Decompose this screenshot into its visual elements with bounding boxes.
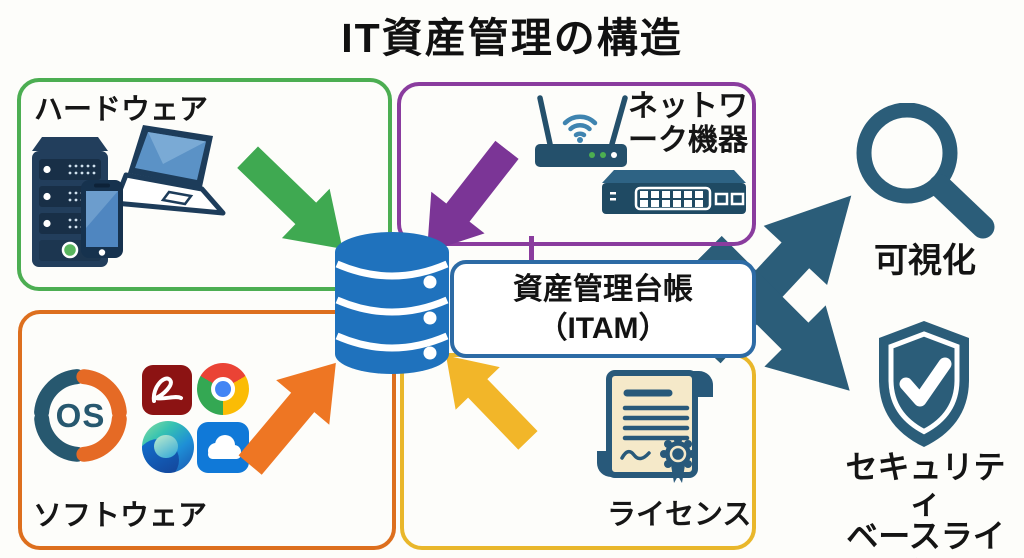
itam-ledger-box: 資産管理台帳 （ITAM） [450,260,756,358]
shield-check-icon [879,321,969,447]
software-box [18,310,396,550]
laptop-icon [113,125,226,216]
edge-icon [142,421,194,473]
network-switch-icon [602,170,746,214]
network-label-line2: ーク機器 [628,123,748,157]
license-to-db-arrow [446,355,538,450]
hardware-to-db-arrow [237,146,343,249]
os-icon: OS [33,368,128,463]
smartphone-icon [81,180,123,258]
itam-ledger-line2: （ITAM） [537,312,669,345]
os-icon-text: OS [55,396,106,434]
network-to-db-arrow [426,140,519,253]
cloud-icon [197,422,249,473]
wifi-router-icon [535,95,628,167]
network-label: ネットワ ーク機器 [628,90,748,158]
license-label: ライセンス [607,499,752,531]
network-label-line1: ネットワ [628,90,748,123]
hardware-box [17,78,392,291]
page-title: IT資産管理の構造 [341,15,683,61]
network-itam-connector [529,236,534,263]
acrobat-icon [142,365,192,415]
software-to-db-arrow [238,362,336,475]
network-box [397,82,756,246]
security-baseline-line2: ベースライン [846,518,1005,558]
chrome-icon [197,363,249,415]
security-baseline-line1: セキュリティ [845,449,1006,520]
software-label: ソフトウェア [33,500,208,532]
database-icon [335,232,449,374]
hardware-label: ハードウェア [34,94,209,126]
itam-ledger-line1: 資産管理台帳 [513,273,693,306]
security-baseline-label: セキュリティ ベースライン [838,450,1013,558]
certificate-icon [597,370,713,483]
visualization-label: 可視化 [874,242,976,280]
magnifier-icon [856,103,995,239]
